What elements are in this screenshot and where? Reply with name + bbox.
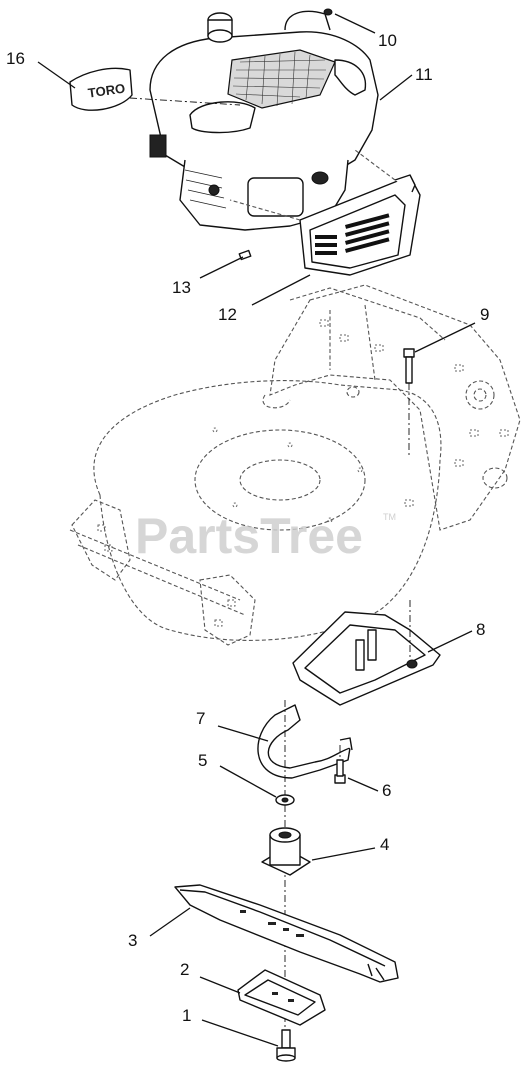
callout-13: 13 [172,278,191,297]
callout-3: 3 [128,931,137,950]
watermark-text: PartsTree [135,508,363,564]
callout-7: 7 [196,709,205,728]
decal-text: TORO [87,81,126,101]
blade-part-3 [174,884,399,983]
callout-4: 4 [380,835,389,854]
callout-10: 10 [378,31,397,50]
shield-guide-line-2 [354,149,396,181]
callout-16: 16 [6,49,25,68]
engine-assembly [129,10,379,231]
leader-lines [37,13,476,1047]
bracket-part-7 [257,704,353,779]
callout-labels: 16 10 11 13 12 9 8 7 5 6 4 3 2 1 [6,31,489,1025]
baffle-part-8 [292,600,441,706]
callout-2: 2 [180,960,189,979]
callout-9: 9 [480,305,489,324]
callout-1: 1 [182,1006,191,1025]
callout-5: 5 [198,751,207,770]
bolt-part-9 [403,348,415,455]
bolt-part-6 [334,745,346,784]
mower-deck-phantom [69,284,521,646]
watermark: PartsTree TM [135,508,396,564]
washer-part-5 [275,794,295,806]
callout-8: 8 [476,620,485,639]
callout-6: 6 [382,781,391,800]
callout-11: 11 [415,65,433,84]
bolt-part-1 [276,1029,296,1062]
shield-guide-line [229,199,301,221]
decal-part-16: TORO [69,67,133,111]
adapter-part-4 [261,827,311,876]
callout-12: 12 [218,305,237,324]
plate-part-2 [237,969,326,1026]
watermark-tm: TM [383,512,396,522]
shield-part-12 [299,174,421,276]
screw-part-10 [323,8,333,16]
